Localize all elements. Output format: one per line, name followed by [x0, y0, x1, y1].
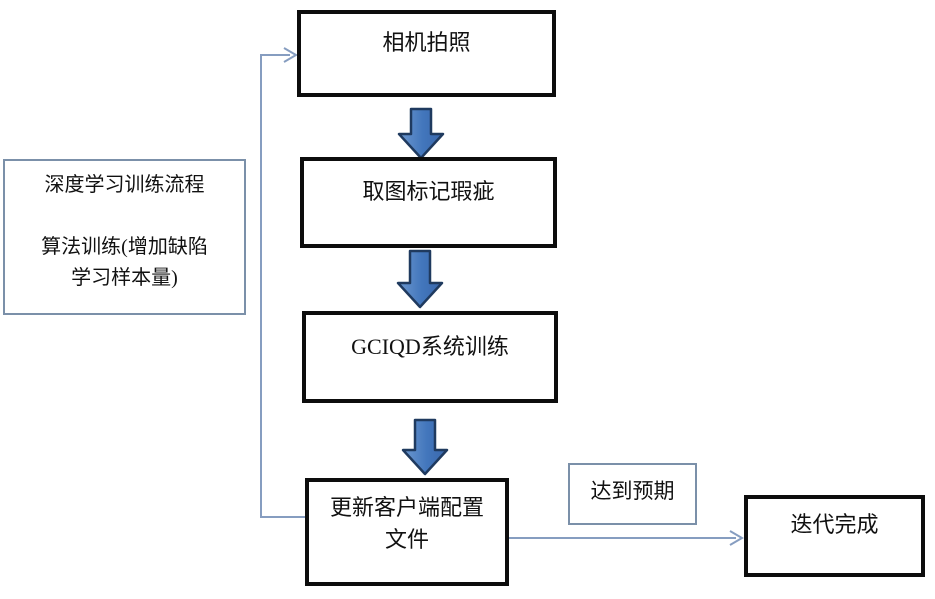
end-iteration-complete: 迭代完成 — [744, 495, 925, 577]
step-camera-capture: 相机拍照 — [297, 10, 556, 97]
note-deep-learning-process: 深度学习训练流程 算法训练(增加缺陷 学习样本量) — [3, 159, 246, 315]
done-arrowhead-right-icon — [729, 530, 744, 546]
down-arrow-icon — [397, 107, 445, 160]
step-capture-mark-defects: 取图标记瑕疵 — [300, 157, 557, 248]
branch-label-expectation-met: 达到预期 — [568, 463, 697, 525]
down-arrow-icon — [401, 418, 449, 476]
loopback-arrowhead-right-icon — [283, 47, 298, 63]
step-gciqd-system-training: GCIQD系统训练 — [302, 311, 558, 403]
step-update-client-config: 更新客户端配置 文件 — [305, 478, 509, 586]
loopback-connector-line — [260, 54, 305, 518]
down-arrow-icon — [396, 249, 444, 309]
